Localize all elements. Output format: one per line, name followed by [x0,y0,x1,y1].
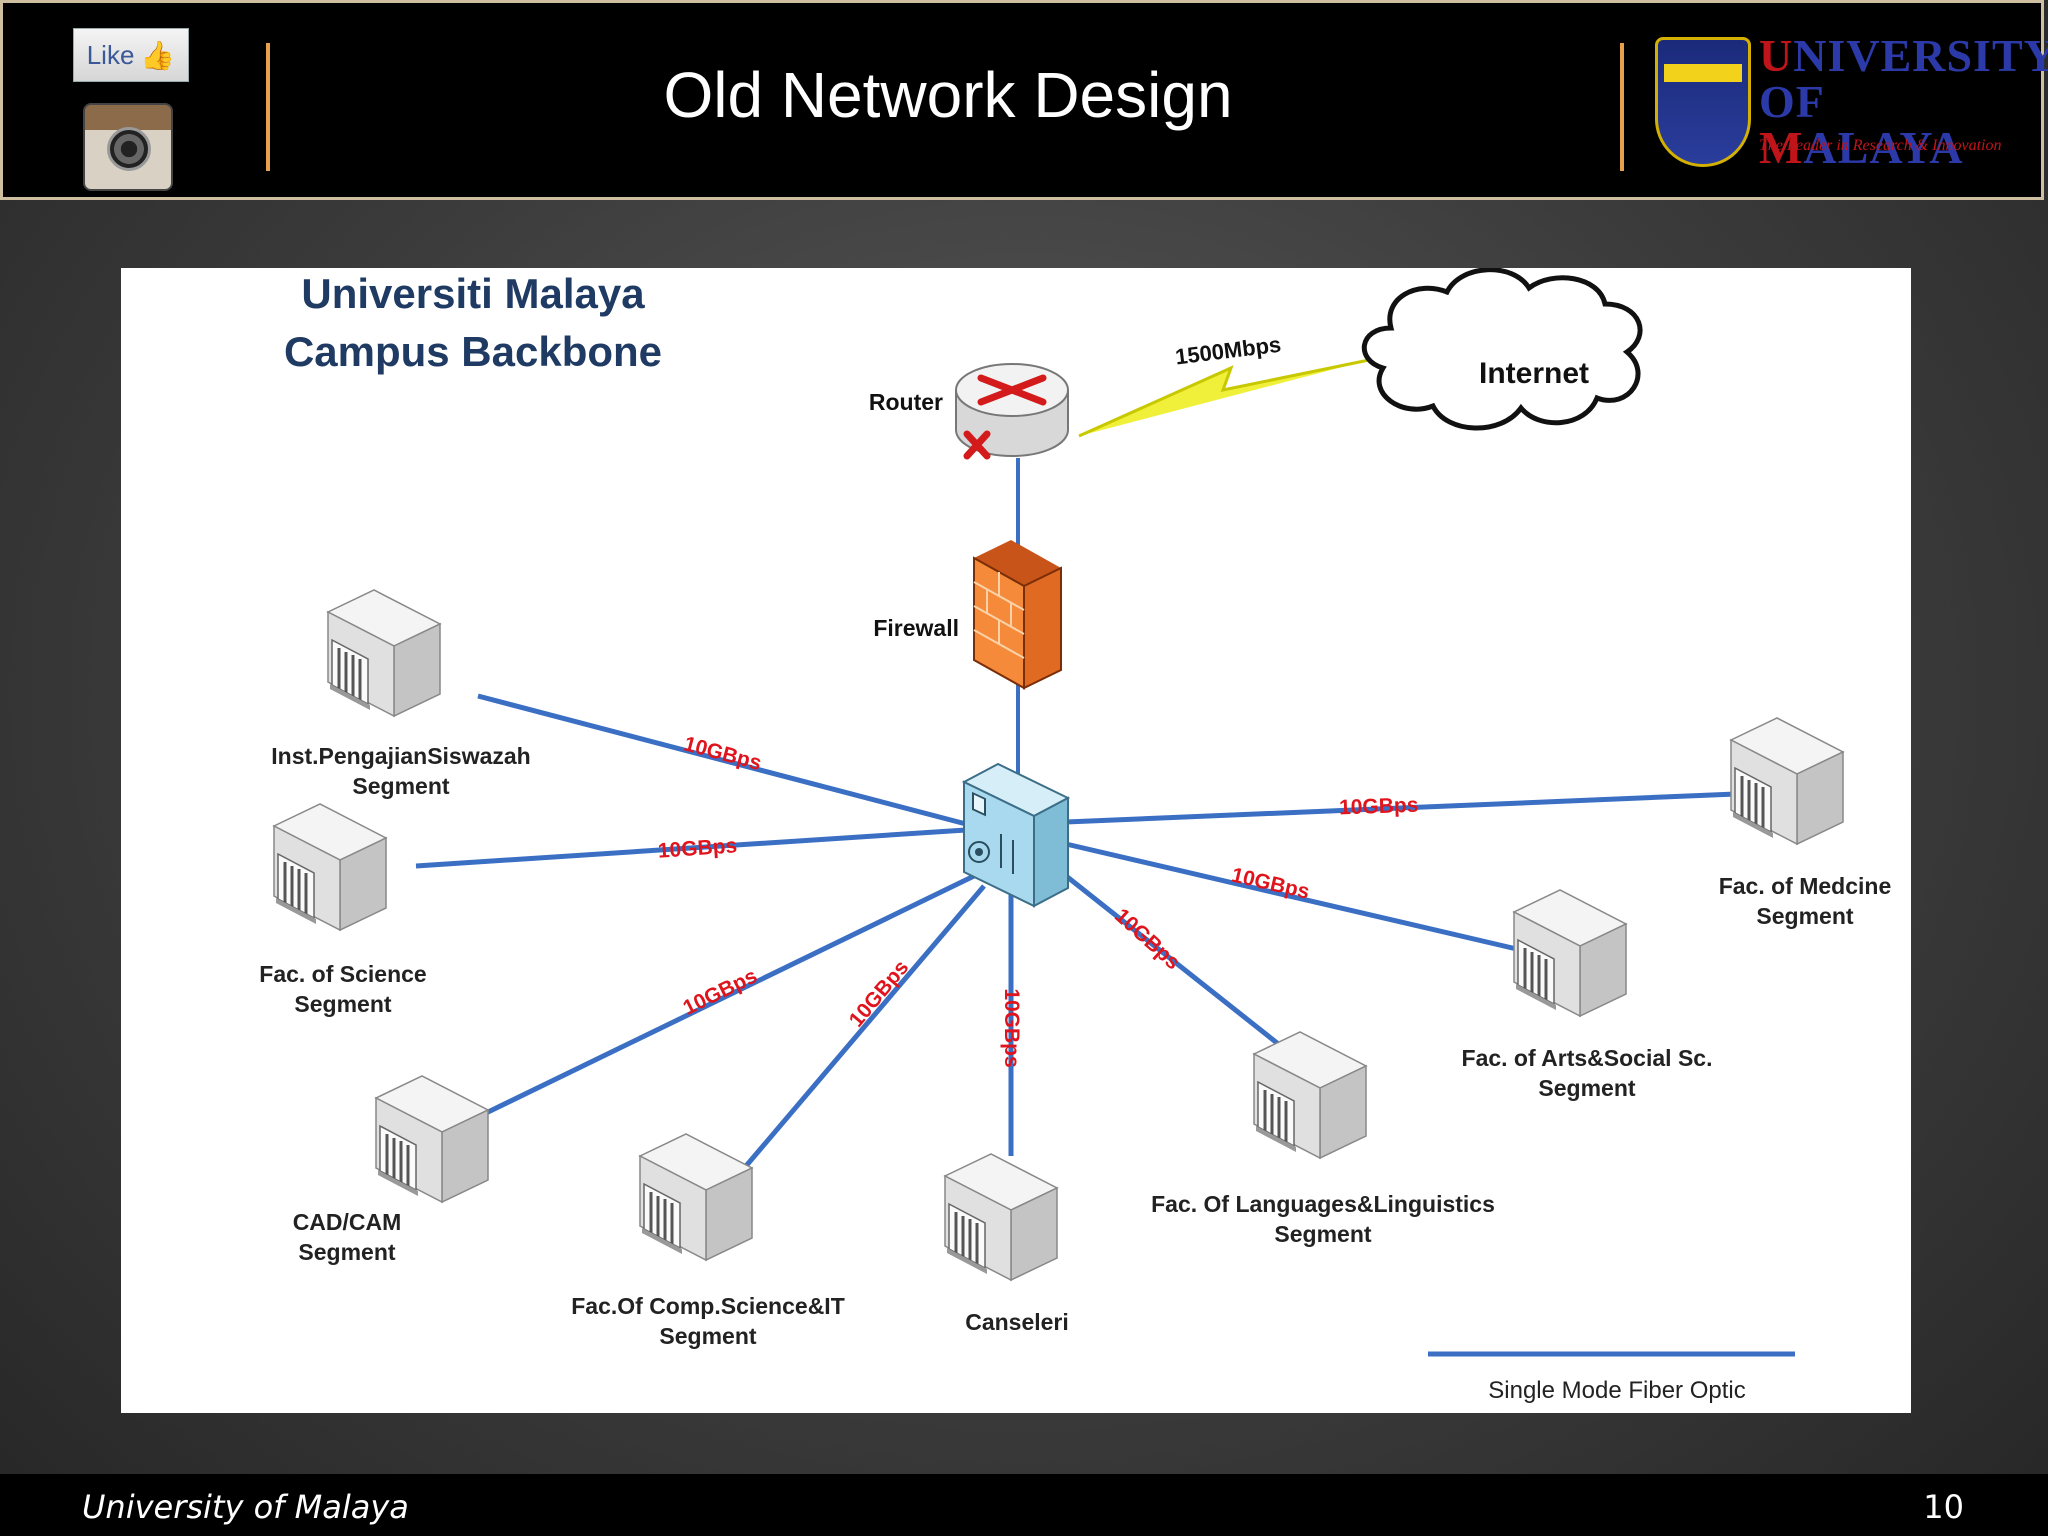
building-icon-canseleri [943,1152,1059,1282]
university-logo-text: UNIVERSITY OF MALAYA [1759,30,2048,173]
speed-label-cadcam: 10GBps [679,964,760,1019]
diagram-title-line2: Campus Backbone [284,328,662,375]
like-label: Like [86,39,135,70]
speed-label-languages: 10GBps [1110,904,1184,974]
link-fac-science [415,827,967,869]
slide-footer: University of Malaya 10 [0,1474,2048,1536]
thumbs-up-icon: 👍 [140,39,176,71]
link-inst-pengajian [477,693,967,827]
like-button[interactable]: Like 👍 [73,28,189,82]
speed-label-canseleri: 10GBps [1000,988,1023,1067]
page-number: 10 [1923,1488,1964,1526]
building-icon-comp-science [638,1132,754,1262]
segment-label-arts-line2: Segment [1538,1075,1635,1101]
segment-label-languages-line1: Fac. Of Languages&Linguistics [1151,1191,1495,1217]
uplink-speed-label: 1500Mbps [1174,332,1283,370]
speed-label-inst: 10GBps [681,732,764,775]
segment-label-medicine-line1: Fac. of Medcine [1719,873,1892,899]
speed-label-arts: 10GBps [1229,864,1312,904]
segment-label-cadcam-line1: CAD/CAM [293,1209,402,1235]
segment-label-science-line1: Fac. of Science [259,961,426,987]
router-label: Router [869,389,943,415]
firewall-label: Firewall [873,615,959,641]
core-switch-icon [961,762,1071,908]
segment-label-arts-line1: Fac. of Arts&Social Sc. [1462,1045,1713,1071]
segment-label-comp-line1: Fac.Of Comp.Science&IT [571,1293,845,1319]
building-icon-medicine [1729,716,1845,846]
segment-label-cadcam-line2: Segment [298,1239,395,1265]
router-icon [955,363,1069,460]
building-icon-languages [1252,1030,1368,1160]
internet-label: Internet [1479,357,1589,390]
diagram-title-line1: Universiti Malaya [301,270,645,317]
university-tagline: The Leader in Research & Innovation [1759,137,2002,154]
speed-label-science: 10GBps [657,834,738,862]
internet-cloud-icon [1362,268,1643,431]
link-comp-science [744,884,986,1168]
speed-label-comp: 10GBps [845,956,914,1032]
building-icon-inst-pengajian [326,588,442,718]
network-diagram: Universiti Malaya Campus Backbone 10GBps… [121,268,1911,1413]
segment-label-inst-line2: Segment [352,773,449,799]
link-languages [1054,866,1293,1056]
link-medicine [1065,791,1737,825]
building-icon-arts-social [1512,888,1628,1018]
footer-text: University of Malaya [82,1488,409,1526]
segment-label-inst-line1: Inst.PengajianSiswazah [271,743,530,769]
link-cad-cam [484,873,976,1116]
segment-label-canseleri: Canseleri [965,1309,1069,1335]
link-arts-social [1065,841,1522,953]
university-crest-icon [1655,37,1751,167]
fiber-links [415,693,1737,1168]
segment-label-science-line2: Segment [294,991,391,1017]
legend-label: Single Mode Fiber Optic [1488,1377,1745,1404]
header-divider-right [1620,43,1624,171]
slide-title: Old Network Design [663,59,1233,131]
building-icon-cad-cam [374,1074,490,1204]
header-divider-left [266,43,270,171]
firewall-icon [973,540,1062,690]
wan-link [1078,358,1370,438]
building-icon-fac-science [272,802,388,932]
instagram-icon[interactable] [83,103,173,191]
slide-header: Like 👍 Old Network Design UNIVERSITY OF … [0,0,2048,200]
segment-label-languages-line2: Segment [1274,1221,1371,1247]
segment-label-comp-line2: Segment [659,1323,756,1349]
segment-label-medicine-line2: Segment [1756,903,1853,929]
speed-label-medicine: 10GBps [1339,794,1419,820]
